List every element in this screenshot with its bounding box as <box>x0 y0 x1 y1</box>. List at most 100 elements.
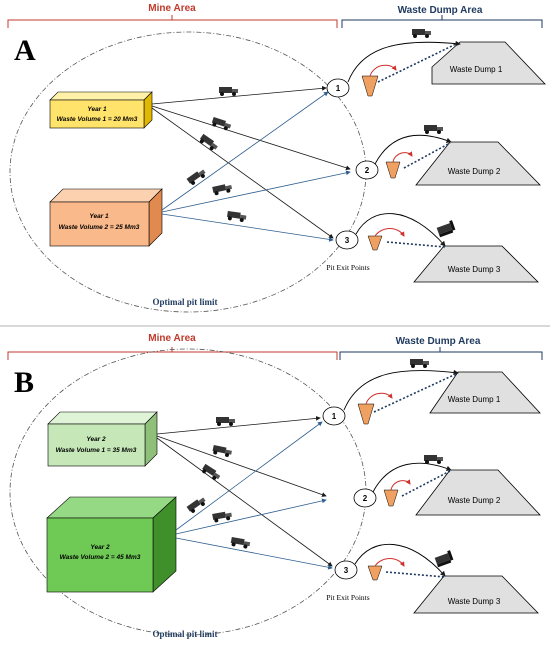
transfer-arrow <box>365 392 393 405</box>
dump-route-arrow <box>355 213 446 247</box>
dump-route-arrow <box>374 134 452 165</box>
truck-icon <box>212 184 233 196</box>
pit-limit-label: Optimal pit limit <box>153 297 218 307</box>
pit-exit-points-label: Pit Exit Points <box>326 593 369 602</box>
dump-label: Waste Dump 3 <box>448 597 501 606</box>
haul-route-arrow <box>161 213 334 242</box>
transfer-arrow <box>369 64 397 77</box>
waste-dump-3 <box>413 575 539 614</box>
pit-exit-point-1 <box>326 78 350 98</box>
exit-number: 2 <box>363 494 368 503</box>
dump-route-arrow <box>354 544 446 577</box>
dump-route-arrow <box>372 462 452 493</box>
hopper-icon <box>361 75 379 97</box>
haul-route-arrow <box>151 85 327 105</box>
conveyor-icon <box>377 43 457 83</box>
dozer-icon <box>436 220 456 238</box>
waste-dump-3 <box>413 245 539 283</box>
haul-route-arrow <box>161 170 351 213</box>
dump-label: Waste Dump 1 <box>450 65 503 74</box>
block-year: Year 1 <box>87 106 107 113</box>
panel-letter: A <box>14 34 36 67</box>
hopper-icon <box>367 235 383 251</box>
truck-icon <box>424 455 443 464</box>
truck-icon <box>412 29 431 38</box>
conveyor-icon <box>386 241 446 248</box>
haul-route-arrow <box>175 498 327 535</box>
panel-b: B Mine Area Waste Dump Area Optimal pit … <box>7 333 543 639</box>
hopper-icon <box>383 489 399 507</box>
transfer-arrow <box>374 558 405 567</box>
waste-dump-2 <box>415 141 541 186</box>
truck-icon <box>199 133 218 151</box>
exit-number: 1 <box>332 412 337 421</box>
waste-dump-area-bracket <box>341 19 543 28</box>
haul-route-arrow <box>156 435 327 497</box>
hopper-icon <box>367 565 383 581</box>
pit-exit-point-3 <box>334 560 358 580</box>
haul-route-arrow <box>151 107 334 239</box>
conveyor-icon <box>401 470 451 497</box>
waste-block-1: Year 2 Waste Volume 1 = 35 Mm3 <box>47 411 158 467</box>
block-volume: Waste Volume 2 = 25 Mm3 <box>59 224 140 231</box>
waste-dump-2 <box>415 469 541 516</box>
transfer-arrow <box>390 479 411 491</box>
dump-route-arrow <box>347 40 461 83</box>
hopper-icon <box>357 403 375 425</box>
haul-route-arrow <box>156 437 333 567</box>
waste-dump-area-bracket <box>339 351 543 360</box>
block-year: Year 2 <box>86 436 106 443</box>
pit-limit-ellipse <box>9 31 367 313</box>
block-volume: Waste Volume 2 = 45 Mm3 <box>60 554 141 561</box>
dump-label: Waste Dump 3 <box>448 265 501 274</box>
pit-limit-label: Optimal pit limit <box>153 629 218 639</box>
exit-number: 3 <box>345 236 350 245</box>
transfer-arrow <box>374 228 405 237</box>
block-volume: Waste Volume 1 = 20 Mm3 <box>57 116 138 123</box>
pit-exit-point-2 <box>353 488 377 508</box>
waste-dump-1 <box>429 371 541 414</box>
exit-number: 2 <box>365 166 370 175</box>
dump-route-arrow <box>343 369 459 411</box>
mine-area-bracket <box>7 19 338 28</box>
truck-icon <box>216 417 235 426</box>
pit-exit-point-3 <box>335 230 359 250</box>
haul-route-arrow <box>156 416 321 435</box>
mine-area-bracket <box>7 351 338 360</box>
waste-block-2: Year 1 Waste Volume 2 = 25 Mm3 <box>49 188 163 247</box>
panel-a: A Mine Area Waste Dump Area Optimal pit … <box>7 3 546 313</box>
waste-dump-area-label: Waste Dump Area <box>396 336 481 347</box>
conveyor-icon <box>373 373 457 413</box>
pit-exit-point-2 <box>355 160 379 180</box>
exit-number: 3 <box>344 566 349 575</box>
dump-label: Waste Dump 2 <box>448 496 501 505</box>
dozer-icon <box>434 550 454 568</box>
haul-route-arrow <box>161 91 329 211</box>
block-volume: Waste Volume 1 = 35 Mm3 <box>56 447 137 454</box>
truck-icon <box>410 359 429 368</box>
pit-exit-point-1 <box>322 406 346 426</box>
truck-icon <box>186 169 206 185</box>
haul-route-arrow <box>175 421 323 531</box>
truck-icon <box>212 511 232 523</box>
waste-dump-area-label: Waste Dump Area <box>398 5 483 16</box>
truck-icon <box>230 536 251 549</box>
truck-icon <box>186 497 206 513</box>
waste-block-1: Year 1 Waste Volume 1 = 20 Mm3 <box>49 91 153 129</box>
block-year: Year 1 <box>89 213 109 220</box>
haul-route-arrow <box>151 105 351 171</box>
truck-icon <box>211 116 232 131</box>
pit-exit-points-label: Pit Exit Points <box>326 263 369 272</box>
panel-letter: B <box>14 366 34 399</box>
conveyor-icon <box>403 142 451 169</box>
truck-icon <box>212 444 232 457</box>
waste-block-2: Year 2 Waste Volume 2 = 45 Mm3 <box>46 496 177 593</box>
hopper-icon <box>385 161 401 179</box>
truck-icon <box>202 463 221 480</box>
transfer-arrow <box>392 151 413 163</box>
truck-icon <box>219 87 238 96</box>
haul-route-arrow <box>175 537 333 570</box>
block-year: Year 2 <box>90 544 110 551</box>
waste-dump-1 <box>431 41 546 85</box>
